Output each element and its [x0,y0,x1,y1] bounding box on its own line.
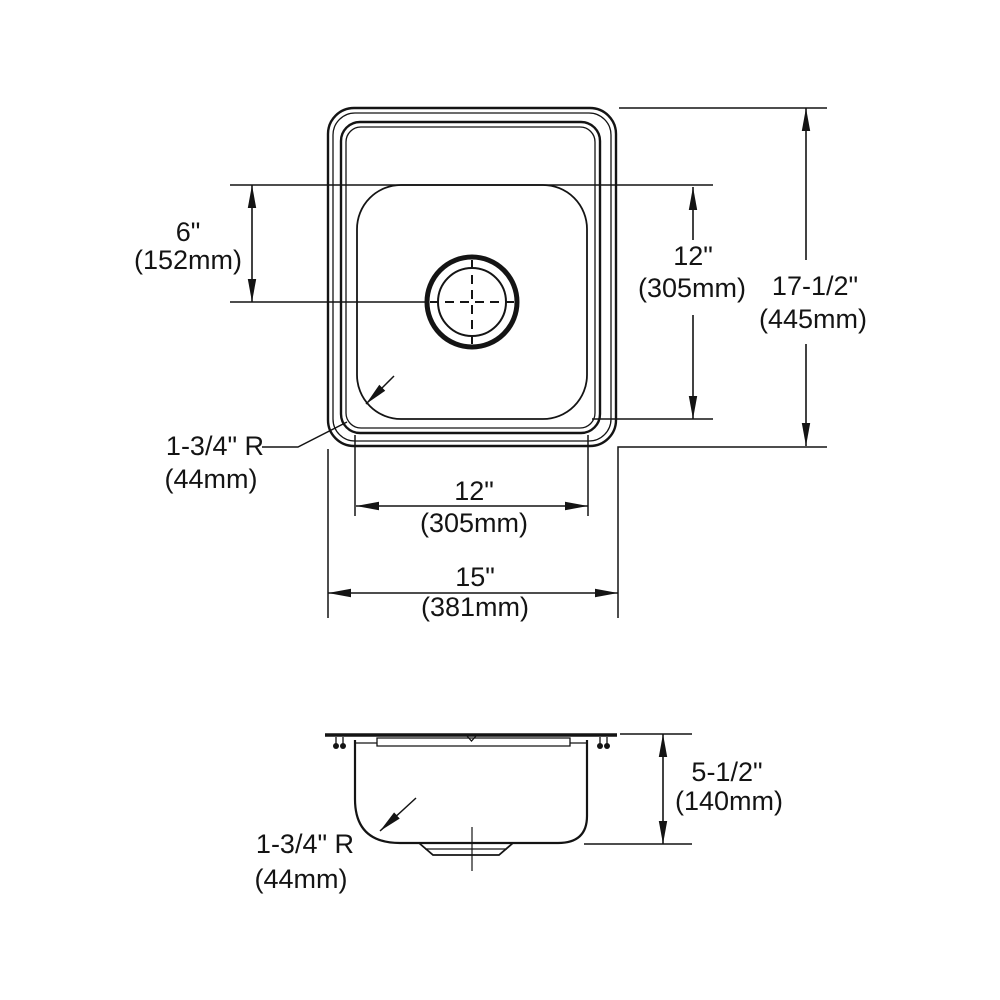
dimension-label-12in-bottom: 12" [454,476,494,506]
clip-hook [604,743,610,749]
dimension-label-445mm: (445mm) [759,304,867,334]
dimension-overall-width-15in: 15" (381mm) [328,562,618,622]
dimension-label-15in: 15" [455,562,495,592]
callout-label-1-3-4in-r-side: 1-3/4" R [256,829,354,859]
dimension-label-6in: 6" [176,217,201,247]
corner-radius-arrow-side [379,797,417,832]
dimension-label-5-1-2in: 5-1/2" [691,757,762,787]
dimension-label-140mm: (140mm) [675,786,783,816]
sink-outer-rim-inner-line [332,112,612,442]
bowl-rim-outline [339,120,602,435]
side-view [325,733,617,871]
dimension-depth-5-1-2in: 5-1/2" (140mm) [584,733,783,845]
mounting-clip-right [597,737,610,749]
top-view-extension-lines [230,107,827,618]
drain [424,254,520,350]
extension-line-bottom-step [617,446,827,618]
dimension-overall-17-1-2in: 17-1/2" (445mm) [759,108,867,446]
leader-line-corner-radius [262,421,348,448]
clip-hook [597,743,603,749]
callout-corner-radius-side-view: 1-3/4" R (44mm) [255,797,417,894]
dimension-label-12in-right: 12" [673,241,713,271]
dimension-label-305mm-right: (305mm) [638,273,746,303]
drain-profile [418,827,514,871]
mounting-clip-left [333,737,346,749]
bowl-profile [353,740,589,845]
clip-hook [340,743,346,749]
callout-label-44mm-side: (44mm) [255,864,348,894]
callout-label-1-3-4in-r: 1-3/4" R [166,431,264,461]
bowl-rim-inner-line [345,126,596,429]
drain-outer-circle [424,254,520,350]
dimension-drain-offset-6in: 6" (152mm) [134,185,257,302]
clip-hook [333,743,339,749]
dimension-bowl-width-12in: 12" (305mm) [356,476,588,538]
dimension-label-17-1-2in: 17-1/2" [772,271,858,301]
sink-outer-rim-outline [326,106,618,448]
callout-corner-radius-top-view: 1-3/4" R (44mm) [165,375,395,494]
top-view [326,106,618,448]
dimension-label-381mm: (381mm) [421,592,529,622]
corner-radius-arrow [365,375,395,405]
dimension-label-152mm: (152mm) [134,245,242,275]
dimension-bowl-front-to-back-12in: 12" (305mm) [638,187,746,419]
callout-label-44mm: (44mm) [165,464,258,494]
dimension-label-305mm-bottom: (305mm) [420,508,528,538]
